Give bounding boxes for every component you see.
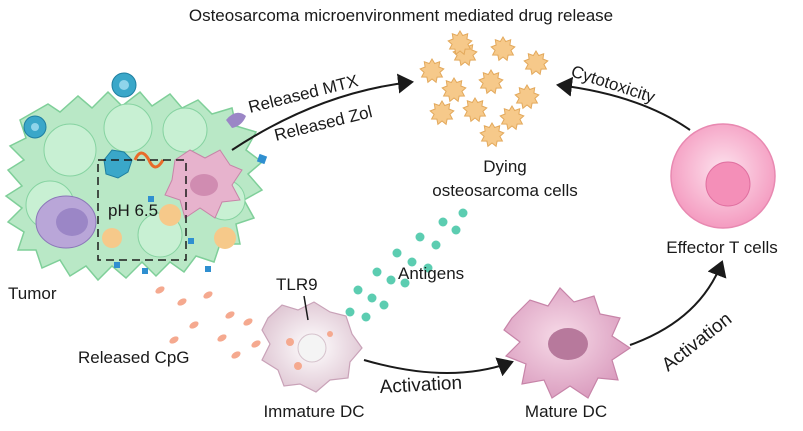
effector-label: Effector T cells <box>666 238 778 257</box>
dying-cell <box>462 97 488 123</box>
antigen-particle <box>379 300 389 310</box>
immature-dc-label: Immature DC <box>263 402 364 421</box>
dying-cell <box>514 84 540 110</box>
dying-label-line1: Dying <box>483 157 526 176</box>
dying-cell <box>490 36 516 62</box>
cpg-particle <box>243 318 253 326</box>
cpg-particle <box>217 334 227 342</box>
dying-label-line2: osteosarcoma cells <box>432 181 578 200</box>
released-zol-label: Released Zol <box>272 102 374 145</box>
nanoparticle-icon <box>103 149 133 179</box>
dying-cells-cluster <box>419 30 549 148</box>
cpg-particle <box>203 291 213 299</box>
antigen-particle <box>415 232 425 242</box>
cpg-particle <box>169 336 179 344</box>
cytotoxicity-arrow <box>556 76 691 131</box>
antigens-label: Antigens <box>398 264 464 283</box>
antigen-particle <box>361 312 371 322</box>
cpg-particle <box>155 286 165 294</box>
ph-region-box <box>97 159 187 261</box>
mature-dc-label: Mature DC <box>525 402 607 421</box>
tumor-dc-cell <box>164 149 243 219</box>
effector-t-cell <box>670 123 776 229</box>
dying-cell <box>429 100 455 126</box>
antigen-particle <box>400 278 410 288</box>
dying-cell <box>523 50 549 76</box>
activation-arrow-bottom <box>363 357 514 377</box>
dying-cell <box>441 77 467 103</box>
tumor-label: Tumor <box>8 284 57 303</box>
nanoparticle-icon <box>23 115 47 139</box>
antigen-particles <box>338 208 468 338</box>
ph-label: pH 6.5 <box>108 201 158 220</box>
dying-cell <box>478 69 504 95</box>
cpg-particle <box>225 311 235 319</box>
immature-dc-cell <box>261 301 363 393</box>
antigen-particle <box>392 248 402 258</box>
cpg-particle <box>231 351 241 359</box>
antigen-particle <box>353 285 363 295</box>
antigen-particle <box>423 263 433 273</box>
released-cpg-label: Released CpG <box>78 348 190 367</box>
tumor-mass <box>4 90 264 282</box>
diagram-title: Osteosarcoma microenvironment mediated d… <box>189 6 613 25</box>
tlr9-label: TLR9 <box>276 275 318 294</box>
mtx-drug-icon <box>256 153 268 165</box>
nanoparticle-icon <box>111 72 137 98</box>
dying-cell <box>447 30 473 56</box>
cpg-particle <box>177 298 187 306</box>
cpg-particles <box>155 286 261 359</box>
cpg-particle <box>189 321 199 329</box>
dying-cell <box>479 122 505 148</box>
antigen-particle <box>372 267 382 277</box>
zol-drug-icon <box>226 112 246 128</box>
activation-label-right: Activation <box>658 309 736 376</box>
antigen-particle <box>458 208 468 218</box>
antigen-particle <box>438 217 448 227</box>
cpg-particle <box>251 340 261 348</box>
cytotoxicity-label: Cytotoxicity <box>569 62 658 107</box>
activation-arrow-right <box>629 260 727 346</box>
antigen-particle <box>407 257 417 267</box>
tlr9-receptor-icon <box>303 295 309 321</box>
activation-label-bottom: Activation <box>379 373 462 398</box>
antigen-particle <box>345 307 355 317</box>
release-arrow <box>231 73 414 151</box>
antigen-particle <box>386 275 396 285</box>
mature-dc-cell <box>503 287 632 399</box>
dying-cell <box>419 58 445 84</box>
antigen-particle <box>451 225 461 235</box>
dying-cell <box>499 105 525 131</box>
antigen-particle <box>367 293 377 303</box>
antigen-particle <box>431 240 441 250</box>
